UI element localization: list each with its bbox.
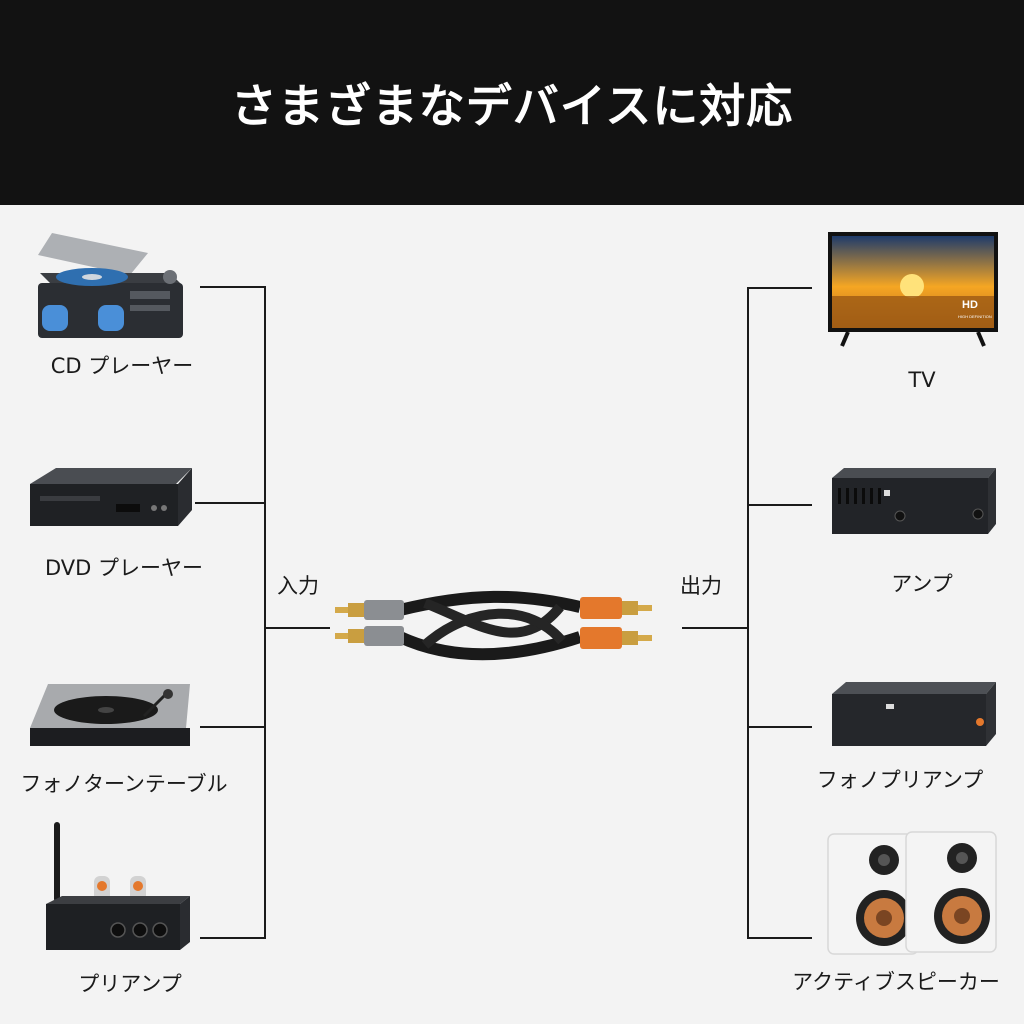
device-label-tv: TV	[908, 368, 936, 392]
device-label-preamp: プリアンプ	[78, 972, 182, 996]
device-label-speakers: アクティブスピーカー	[792, 970, 1000, 994]
tv-hd-badge: HD	[962, 299, 978, 311]
input-label: 入力	[277, 574, 319, 598]
tv-image: HD HIGH DEFINITION	[828, 232, 998, 347]
active-speakers-image	[827, 831, 997, 955]
rca-cable-image	[335, 590, 652, 661]
dvd-player-image	[30, 468, 192, 526]
header-banner: さまざまなデバイスに対応	[0, 0, 1024, 205]
device-label-amp: アンプ	[891, 572, 953, 596]
device-label-cd: CD プレーヤー	[50, 354, 194, 378]
preamp-image	[46, 822, 190, 950]
cd-player-image	[38, 233, 183, 338]
device-label-phono-preamp: フォノプリアンプ	[816, 768, 984, 792]
tv-hd-badge-sub: HIGH DEFINITION	[958, 314, 992, 319]
device-label-turntable: フォノターンテーブル	[20, 772, 228, 796]
page-title: さまざまなデバイスに対応	[230, 78, 794, 133]
output-label: 出力	[680, 574, 722, 598]
device-label-dvd: DVD プレーヤー	[44, 556, 204, 580]
amp-image	[832, 468, 996, 534]
phono-preamp-image	[832, 682, 996, 746]
turntable-image	[30, 684, 190, 746]
